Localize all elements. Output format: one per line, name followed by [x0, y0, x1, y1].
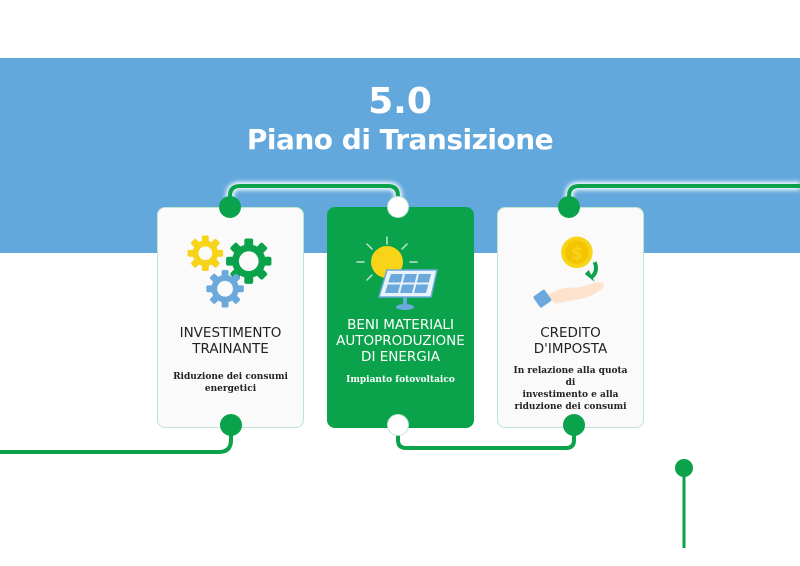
description-line: In relazione alla quota di	[513, 366, 628, 388]
heading-line: D'IMPOSTA	[533, 341, 608, 357]
card-heading: BENI MATERIALI AUTOPRODUZIONE DI ENERGIA	[331, 317, 470, 365]
heading-line: BENI MATERIALI	[347, 317, 454, 333]
heading-line: AUTOPRODUZIONE	[336, 333, 465, 349]
description-line: energetici	[204, 384, 257, 394]
heading-line: CREDITO	[540, 325, 601, 341]
card-credito-imposta: $ CREDITO D'IMPOSTA In relazione alla qu…	[497, 207, 644, 428]
timeline-node	[387, 196, 409, 218]
gears-icon	[187, 235, 272, 308]
card-beni-materiali: BENI MATERIALI AUTOPRODUZIONE DI ENERGIA…	[327, 207, 474, 428]
description-line: investimento e alla	[522, 390, 619, 400]
description-line: Impianto fotovoltaico	[346, 375, 455, 385]
card-description: In relazione alla quota di investimento …	[508, 365, 633, 413]
card-description: Impianto fotovoltaico	[337, 374, 464, 386]
card-heading: INVESTIMENTO TRAINANTE	[162, 325, 299, 357]
timeline-node	[558, 196, 580, 218]
heading-line: DI ENERGIA	[361, 349, 440, 365]
description-line: riduzione dei consumi	[514, 402, 627, 412]
timeline-node	[220, 414, 242, 436]
timeline-node	[219, 196, 241, 218]
card-investimento-trainante: INVESTIMENTO TRAINANTE Riduzione dei con…	[157, 207, 304, 428]
timeline-node	[387, 414, 409, 436]
svg-text:$: $	[571, 244, 583, 264]
hand-coin-icon: $	[533, 236, 604, 308]
description-line: Riduzione dei consumi	[173, 372, 288, 382]
timeline-node	[563, 414, 585, 436]
page-title: Piano di Transizione	[246, 123, 554, 156]
heading-line: TRAINANTE	[192, 341, 269, 357]
card-heading: CREDITO D'IMPOSTA	[502, 325, 639, 357]
timeline-end-node	[675, 459, 693, 477]
version-number: 5.0	[368, 81, 432, 122]
card-description: Riduzione dei consumi energetici	[168, 371, 293, 395]
heading-line: INVESTIMENTO	[179, 325, 282, 341]
solar-panel-icon	[356, 236, 438, 310]
